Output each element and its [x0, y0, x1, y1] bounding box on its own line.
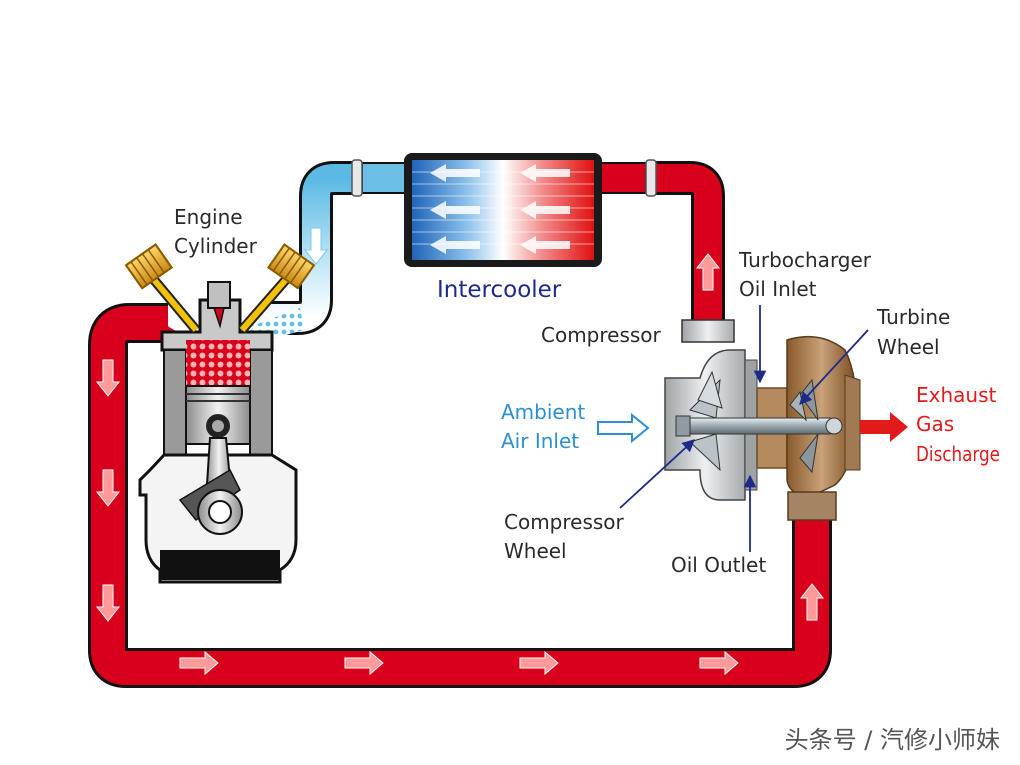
label-ambient-air-2: Air Inlet [501, 429, 579, 453]
engine-cylinder [124, 243, 316, 584]
flow-arrows-up [695, 253, 825, 621]
label-exhaust-gas-3: Discharge [916, 442, 1000, 466]
label-pointers [619, 305, 869, 552]
label-turbo-oil-inlet-1: Turbocharger [738, 248, 872, 272]
turbocharger [664, 319, 861, 521]
pipe-clamp-right [645, 159, 657, 197]
label-compressor-wheel-1: Compressor [504, 510, 625, 534]
label-compressor: Compressor [541, 323, 662, 347]
label-compressor-wheel-2: Wheel [504, 539, 567, 563]
label-oil-outlet: Oil Outlet [671, 553, 766, 577]
label-exhaust-gas-2: Gas [916, 412, 954, 436]
intercooler [404, 153, 602, 267]
flow-arrow-cool [303, 227, 329, 265]
flow-arrows-left [95, 359, 121, 622]
label-engine-cylinder-2: Cylinder [174, 234, 258, 258]
ambient-air-arrow [597, 412, 650, 444]
label-exhaust-gas-1: Exhaust [916, 383, 997, 407]
watermark: 头条号 / 汽修小师妹 [785, 726, 1000, 754]
flow-arrows-bottom [179, 650, 739, 676]
exhaust-discharge-arrow [860, 412, 908, 442]
label-turbo-oil-inlet-2: Oil Inlet [739, 277, 817, 301]
label-turbine-wheel-1: Turbine [876, 305, 950, 329]
label-intercooler: Intercooler [437, 277, 562, 303]
label-engine-cylinder-1: Engine [174, 205, 243, 229]
label-turbine-wheel-2: Wheel [877, 335, 940, 359]
pipe-clamp-left [351, 159, 363, 197]
label-ambient-air-1: Ambient [501, 400, 585, 424]
